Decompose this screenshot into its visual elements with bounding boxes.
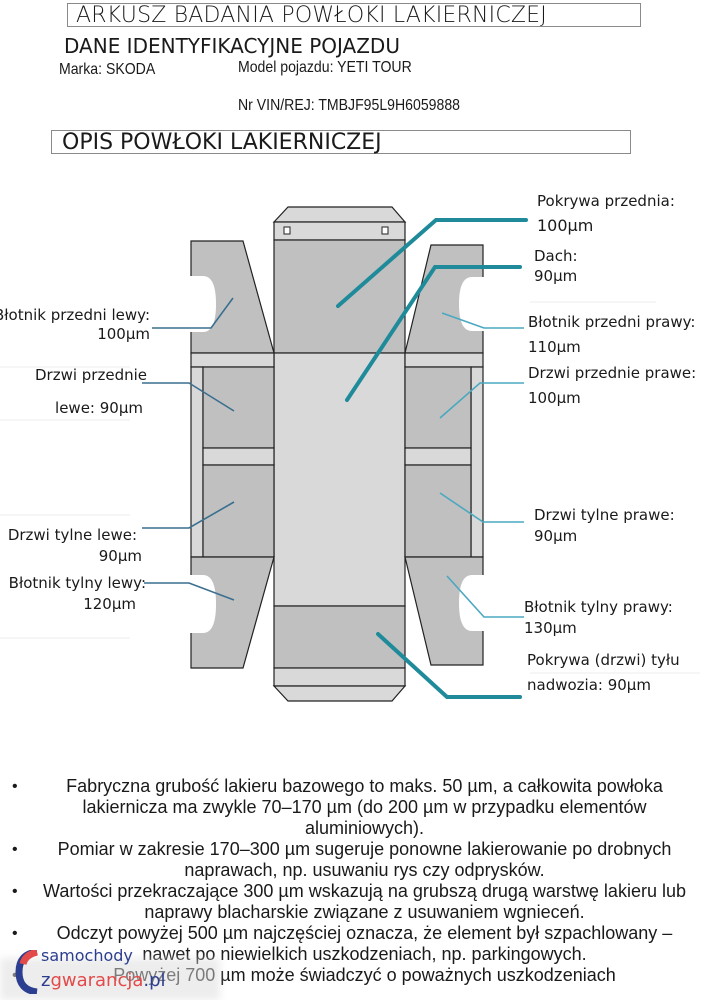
leader-front-left-door — [142, 382, 235, 412]
front-bumper — [272, 206, 407, 223]
rear-right-door-value: 90µm — [534, 527, 578, 545]
watermark-line1: samochody — [41, 946, 133, 965]
bullet-icon: • — [12, 883, 18, 900]
rear-left-door-label: Drzwi tylne lewe: — [7, 526, 137, 544]
roof-value: 90µm — [534, 267, 578, 285]
hood-label: Pokrywa przednia: — [537, 192, 675, 210]
bullet-icon: • — [12, 778, 18, 795]
leader-rear-left-fender — [144, 582, 235, 601]
leader-hood — [336, 218, 528, 308]
headlight-right — [381, 226, 389, 235]
bullet-icon: • — [12, 925, 18, 942]
front-right-door-panel — [404, 366, 472, 449]
headlight-left — [283, 226, 291, 235]
vehicle-section-heading: DANE IDENTYFIKACYJNE POJAZDU — [64, 34, 400, 58]
front-right-door-value: 100µm — [528, 389, 581, 407]
leader-rear-right-fender — [446, 575, 524, 618]
front-right-fender-value: 110µm — [528, 338, 581, 356]
rear-left-door-panel — [202, 464, 275, 558]
wheel-cutout-front-left — [186, 276, 216, 332]
note-item: •Odczyt powyżej 500 µm najczęściej oznac… — [12, 923, 673, 964]
steering-wheel-icon — [15, 950, 38, 994]
vehicle-model: Model pojazdu: YETI TOUR — [238, 59, 412, 76]
sheet-title: ARKUSZ BADANIA POWŁOKI LAKIERNICZEJ — [67, 3, 641, 28]
rear-left-fender-value: 120µm — [83, 595, 136, 613]
watermark-logo: samochody zgwarancja.pl — [15, 946, 180, 996]
front-left-door-panel — [202, 366, 275, 449]
note-item: •Wartości przekraczające 300 µm wskazują… — [12, 881, 686, 922]
rear-right-fender-value: 130µm — [524, 619, 577, 637]
front-left-door-value: lewe: 90µm — [55, 399, 143, 417]
note-item: •Fabryczna grubość lakieru bazowego to m… — [12, 776, 663, 838]
wheel-cutout-front-right — [459, 277, 488, 331]
hood-panel — [273, 239, 406, 354]
tailgate-panel — [273, 605, 406, 669]
roof-label: Dach: — [534, 247, 578, 265]
tailgate-value: nadwozia: 90µm — [527, 676, 651, 694]
left-sill-vertical — [190, 366, 204, 558]
roof-panel — [273, 352, 406, 607]
front-right-door-label: Drzwi przednie prawe: — [528, 364, 697, 382]
front-right-fender-label: Błotnik przedni prawy: — [528, 313, 696, 331]
leader-front-right-door — [439, 382, 524, 419]
rear-bumper-strip — [273, 667, 406, 687]
right-sill-front — [404, 352, 484, 368]
right-pillar — [404, 447, 472, 466]
left-sill-front — [190, 352, 275, 368]
rear-left-fender-label: Błotnik tylny lewy: — [8, 574, 146, 592]
leader-rear-left-door — [142, 501, 235, 529]
watermark-line2: zgwarancja.pl — [41, 970, 166, 991]
vehicle-vin: Nr VIN/REJ: TMBJF95L9H6059888 — [238, 97, 460, 114]
rear-right-door-panel — [404, 464, 472, 558]
hood-value: 100µm — [537, 216, 594, 235]
rear-right-door-label: Drzwi tylne prawe: — [534, 506, 675, 524]
front-left-fender-value: 100µm — [97, 325, 150, 343]
front-left-fender-label: Błotnik przedni lewy: — [0, 306, 150, 324]
rear-bumper — [272, 685, 407, 702]
wheel-cutout-rear-right — [459, 575, 488, 631]
bullet-icon: • — [12, 841, 18, 858]
leader-front-left-fender — [152, 297, 234, 329]
leader-front-right-fender — [441, 312, 524, 329]
front-left-door-label: Drzwi przednie — [34, 366, 147, 384]
rear-right-fender-label: Błotnik tylny prawy: — [524, 598, 673, 616]
leader-roof — [345, 265, 522, 402]
leader-tailgate — [376, 632, 522, 699]
wheel-cutout-rear-left — [186, 575, 216, 633]
rear-left-door-value: 90µm — [98, 547, 142, 565]
note-item: •Pomiar w zakresie 170–300 µm sugeruje p… — [12, 839, 672, 880]
tailgate-label: Pokrywa (drzwi) tyłu — [527, 651, 680, 669]
leader-rear-right-door — [439, 492, 524, 523]
left-pillar — [202, 447, 275, 466]
vehicle-make: Marka: SKODA — [59, 61, 156, 78]
car-body-diagram — [0, 206, 700, 702]
notes-list: •Fabryczna grubość lakieru bazowego to m… — [0, 776, 707, 986]
coating-section-heading: OPIS POWŁOKI LAKIERNICZEJ — [51, 130, 631, 155]
right-sill-vertical — [470, 366, 484, 558]
